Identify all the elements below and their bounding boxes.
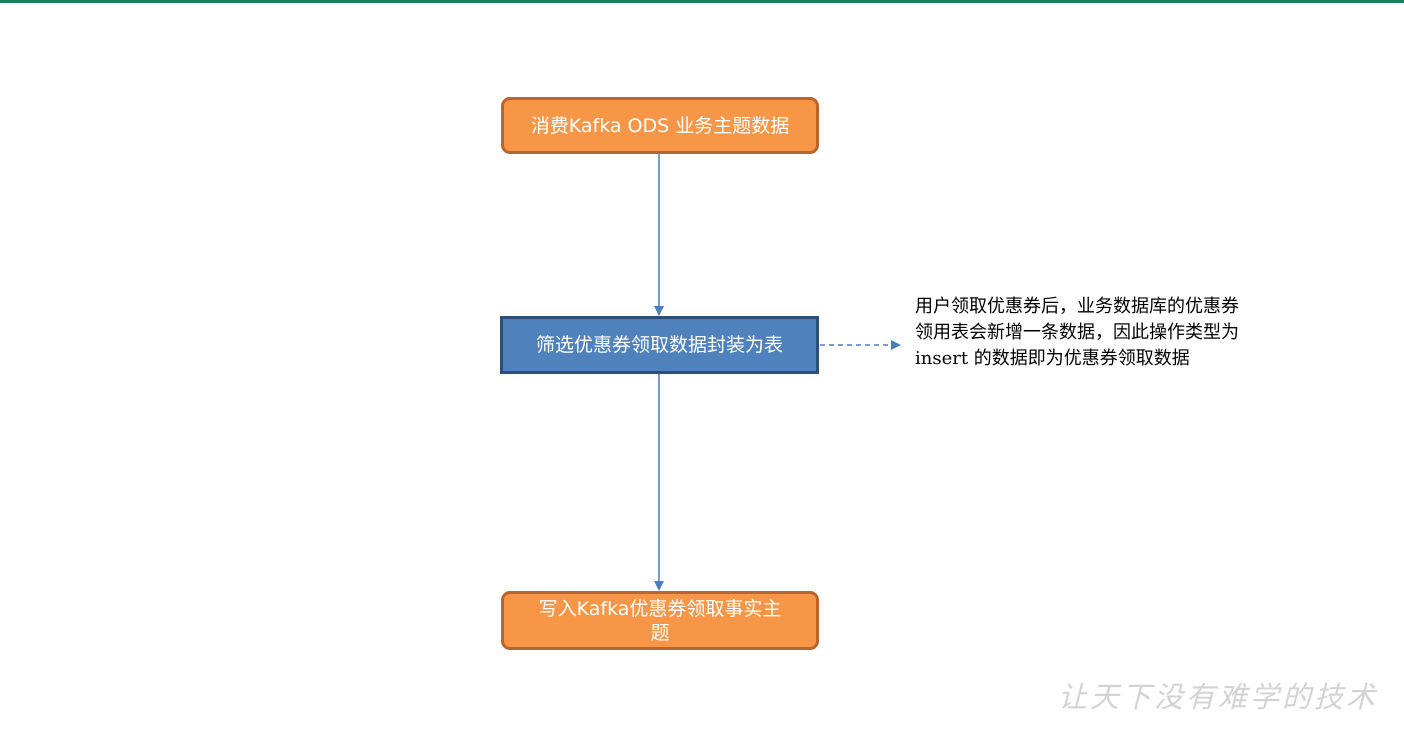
filter-coupon-node: 筛选优惠券领取数据封装为表 [500,316,819,374]
filter-node-label: 筛选优惠券领取数据封装为表 [535,334,783,356]
annotation-note: 用户领取优惠券后，业务数据库的优惠券领用表会新增一条数据，因此操作类型为 ins… [915,296,1239,369]
consume-kafka-ods-node: 消费Kafka ODS 业务主题数据 [501,97,819,154]
write-node-label: 写入Kafka优惠券领取事实主题 [538,597,782,644]
watermark-slogan: 让天下没有难学的技术 [1058,680,1379,714]
consume-node-label: 消费Kafka ODS 业务主题数据 [530,114,790,137]
top-accent-bar [0,0,1404,3]
write-kafka-fact-node: 写入Kafka优惠券领取事实主题 [501,591,819,650]
